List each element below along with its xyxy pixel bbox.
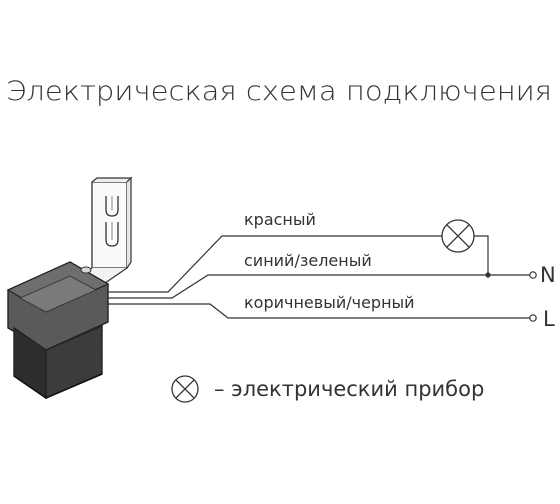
wire-label-red: красный — [244, 210, 316, 229]
wires — [108, 235, 530, 319]
wire-label-blue-green: синий/зеленый — [244, 251, 372, 270]
wire-label-brown-black: коричневый/черный — [244, 293, 415, 312]
terminal-n-icon — [529, 271, 537, 279]
lamp-symbol-icon — [441, 219, 475, 253]
wire-blue-green — [108, 274, 530, 299]
junction-dot — [485, 272, 491, 278]
wire-red-out — [474, 235, 489, 275]
page-title: Электрическая схема подключения — [6, 76, 552, 107]
photo-relay-housing — [6, 261, 110, 400]
wire-red — [108, 235, 442, 293]
legend-text: – электрический прибор — [214, 377, 484, 401]
wire-brown-black — [108, 303, 530, 319]
terminal-label-n: N — [540, 263, 556, 287]
terminal-l-icon — [529, 314, 537, 322]
legend-lamp-icon — [171, 375, 199, 403]
terminal-label-l: L — [543, 307, 555, 331]
